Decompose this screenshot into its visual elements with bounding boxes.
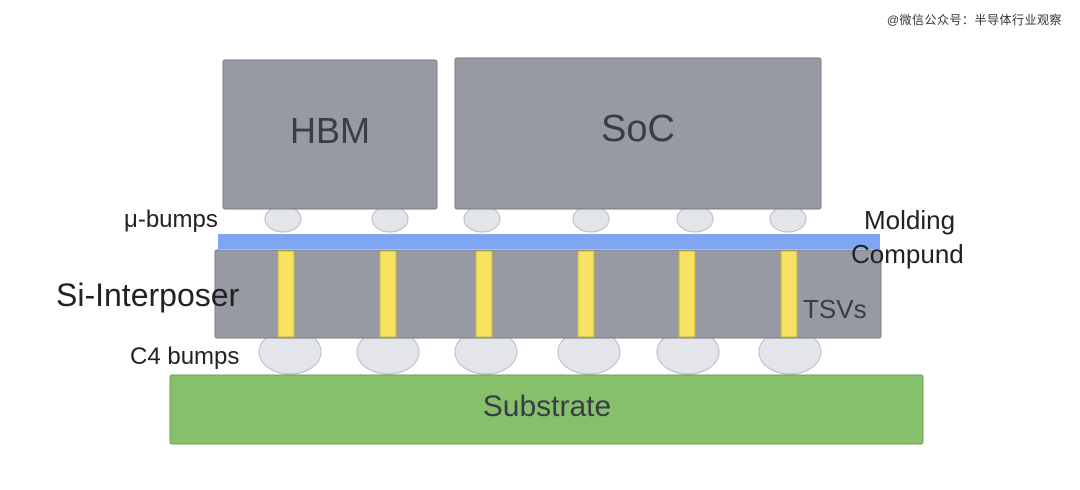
micro-bump xyxy=(769,205,807,233)
molding-compound-label-line1: Molding xyxy=(864,205,955,235)
micro-bump xyxy=(371,205,409,233)
tsvs xyxy=(277,250,798,338)
molding-compound-label-line2: Compund xyxy=(851,239,964,269)
c4-bumps xyxy=(258,329,822,375)
micro-bump xyxy=(676,205,714,233)
tsv xyxy=(475,250,493,338)
watermark: @微信公众号：半导体行业观察 xyxy=(886,13,1062,27)
c4-bumps-label: C4 bumps xyxy=(130,343,239,370)
substrate-label: Substrate xyxy=(483,390,611,423)
si-interposer-label: Si-Interposer xyxy=(56,277,240,313)
micro-bump xyxy=(572,205,610,233)
micro-bump xyxy=(264,205,302,233)
micro-bumps-label: μ-bumps xyxy=(124,206,218,233)
micro-bump xyxy=(463,205,501,233)
tsv xyxy=(678,250,696,338)
tsv xyxy=(379,250,397,338)
tsvs-label: TSVs xyxy=(803,294,867,324)
soc-die xyxy=(454,57,822,210)
hbm-die xyxy=(222,59,438,210)
tsv xyxy=(577,250,595,338)
micro-bumps xyxy=(264,205,807,233)
tsv xyxy=(780,250,798,338)
substrate xyxy=(169,374,924,445)
tsv xyxy=(277,250,295,338)
hbm-label: HBM xyxy=(290,110,370,151)
molding-compound-layer xyxy=(218,234,880,249)
soc-label: SoC xyxy=(601,108,675,150)
